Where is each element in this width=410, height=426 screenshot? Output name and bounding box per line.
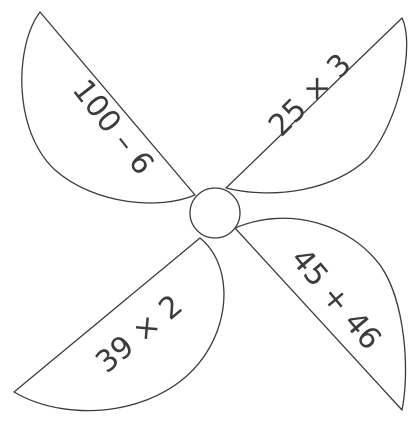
blade-bottom-left	[14, 238, 224, 411]
blade-bottom-right	[235, 218, 406, 410]
pinwheel-hub	[190, 188, 240, 238]
